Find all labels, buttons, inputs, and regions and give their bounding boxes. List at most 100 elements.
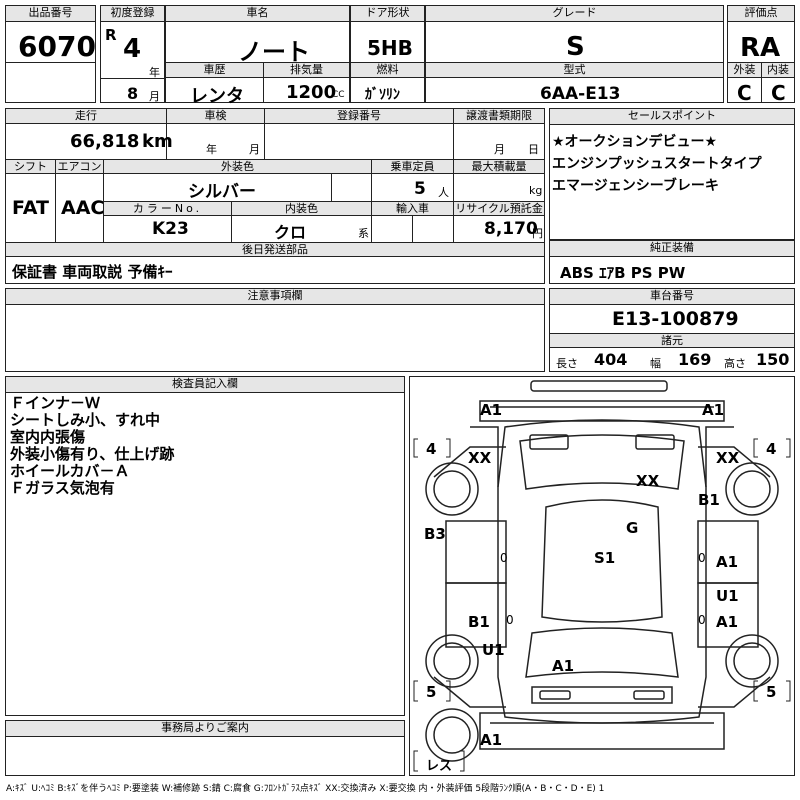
inspector-line-5: ホイールカバ－Ａ [10,462,130,480]
mark-xx-roof: XX [636,472,660,490]
car-name-label: 車名 [166,6,349,22]
inspection-year-unit: 年 [206,143,217,156]
inspector-label: 検査員記入欄 [6,377,404,393]
later-parts-label: 後日発送部品 [6,243,544,257]
mileage-unit: km [142,131,173,152]
tread-rear-right: 5 [766,683,777,701]
legend: A:ｷｽﾞ U:ﾍｺﾐ B:ｷｽﾞを伴うﾍｺﾐ P:要塗装 W:補修跡 S:錆 … [6,784,605,794]
mark-s1: S1 [594,549,616,567]
recycle-unit: 円 [532,227,543,240]
color-label: 外装色 [104,160,371,174]
width-label: 幅 [650,357,661,370]
height: 150 [756,350,790,369]
mileage: 66,818 [70,131,140,152]
ext-label: 外装 [728,63,761,78]
int-color-label: 内装色 [232,202,371,216]
first-registration-label: 初度登録 [101,6,164,22]
interior-color: クロ [274,223,307,242]
sales-point-label: セールスポイント [550,109,794,125]
inspector-line-2: シートしみ小、すれ中 [10,411,161,429]
history: レンタ [190,86,244,107]
recycle: 8,170 [484,219,538,239]
lot-number-box: 出品番号 6070 [5,5,96,103]
sales-point-box: セールスポイント ★オークションデビュー★ エンジンプッシュスタートタイプ エマ… [549,108,795,240]
transfer-day-unit: 日 [528,143,539,156]
lot-number-label: 出品番号 [6,6,95,22]
capacity-label: 乗車定員 [372,160,453,174]
notes-label: 注意事項欄 [6,289,544,305]
tread-front-left: 4 [426,440,437,458]
inspector-box: 検査員記入欄 Ｆインナ－Ｗ シートしみ小、すれ中 室内内張傷 外装小傷有り、仕上… [5,376,405,716]
zero-right-1: 0 [698,551,706,565]
mark-g: G [626,519,639,537]
shift: FAT [12,197,49,219]
chassis-box: 車台番号 E13-100879 諸元 長さ 404 幅 169 高さ 150 [549,288,795,372]
recycle-label: リサイクル預託金 [454,202,544,216]
grade-box: グレード S 型式 6AA-E13 [425,5,724,104]
door: 5HB [367,36,413,60]
model-label: 型式 [426,63,723,78]
shift-label: シフト [6,160,55,174]
mark-a1-right-1: A1 [716,553,739,571]
chassis-label: 車台番号 [550,289,794,305]
chassis-number: E13-100879 [612,308,739,330]
month-unit: 月 [149,90,160,103]
ac: AAC [61,197,105,219]
mark-xx-left: XX [468,449,492,467]
model: 6AA-E13 [540,84,621,104]
mark-a1-rear: A1 [552,657,575,675]
mark-b1-left: B1 [468,613,490,631]
inspector-line-4: 外装小傷有り、仕上げ跡 [10,445,175,463]
fuel: ｶﾞｿﾘﾝ [365,87,400,103]
score: RA [740,33,781,63]
displacement-label: 排気量 [264,63,349,78]
int-label: 内装 [762,63,794,78]
mark-u1-right: U1 [716,587,739,605]
notes-box: 注意事項欄 [5,288,545,372]
score-box: 評価点 RA 外装 内装 C C [727,5,795,105]
door-box: ドア形状 5HB 燃料 ｶﾞｿﾘﾝ [350,5,425,103]
displacement: 1200 [286,82,337,103]
history-label: 車歴 [166,63,263,78]
car-name: ノート [238,38,310,66]
first-registration-box: 初度登録 R 4 年 8 月 [100,5,165,103]
length-label: 長さ [556,357,578,370]
mark-u1-left: U1 [482,641,505,659]
capacity: 5 [414,179,426,199]
lot-number: 6070 [18,30,96,63]
inspector-line-3: 室内内張傷 [10,428,86,446]
reg-no-label: 登録番号 [265,109,453,124]
car-name-box: 車名 ノート 車歴 排気量 レンタ 1200 CC [165,5,350,107]
ext-score: C [737,81,752,105]
load-label: 最大積載量 [454,160,544,174]
mark-b3: B3 [424,525,446,543]
int-score: C [771,81,786,105]
tread-rear-left: 5 [426,683,437,701]
inspector-line-1: Ｆインナ－Ｗ [10,394,101,412]
year-unit: 年 [149,66,160,79]
reg-year: 4 [123,34,142,64]
mark-xx-right: XX [716,449,740,467]
import-label: 輸入車 [372,202,453,216]
office-label: 事務局よりご案内 [6,721,404,737]
mark-b1-right: B1 [698,491,720,509]
mark-a1-right-2: A1 [716,613,739,631]
grade: S [566,32,585,62]
zero-right-2: 0 [698,613,706,627]
era: R [105,26,117,44]
capacity-unit: 人 [438,186,449,199]
color-no-label: カラーNo. [104,202,231,216]
equipment-label: 純正装備 [550,241,794,257]
length: 404 [594,350,628,369]
car-diagram-box: 4 4 5 5 レス A1 A1 XX XX XX B1 G B3 S1 A1 … [409,376,795,776]
zero-left-2: 0 [506,613,514,627]
equipment-box: 純正装備 ABS ｴｱB PS PW [549,240,795,284]
inspection-label: 車検 [167,109,264,124]
car-diagram [413,380,791,772]
color-no: K23 [152,219,189,239]
spare-tire: レス [426,759,453,774]
sales-point-line-1: ★オークションデビュー★ [552,134,718,150]
tread-front-right: 4 [766,440,777,458]
mark-a1-bottom: A1 [480,731,503,749]
displacement-unit: CC [332,90,345,100]
